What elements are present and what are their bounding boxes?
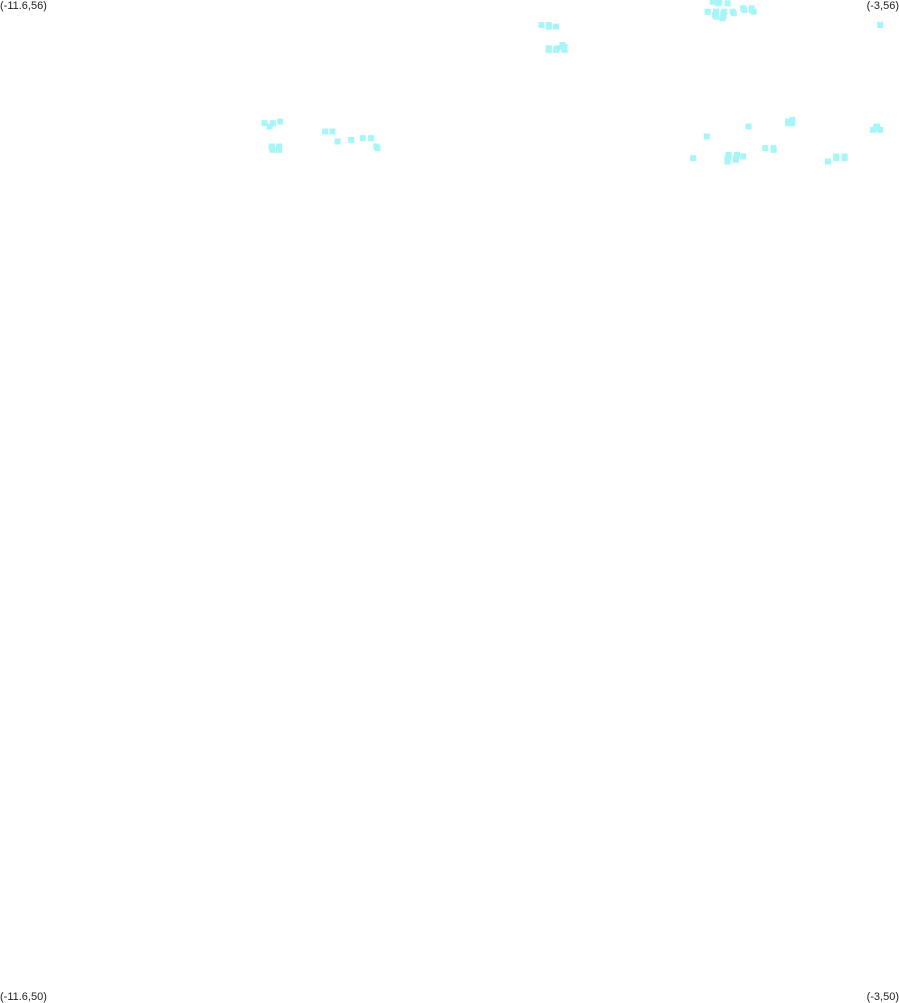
corner-label-top-left: (-11.6,56) [0,0,47,12]
map-marker[interactable] [770,146,777,153]
map-marker[interactable] [785,120,792,127]
map-marker[interactable] [266,123,273,130]
map-marker[interactable] [545,46,552,53]
map-marker[interactable] [348,136,355,143]
map-marker[interactable] [741,7,748,13]
map-marker[interactable] [690,155,697,162]
map-marker[interactable] [374,145,381,152]
map-marker[interactable] [269,120,276,127]
map-marker[interactable] [824,158,831,165]
map-marker[interactable] [740,153,747,160]
map-marker[interactable] [732,156,739,163]
map-marker[interactable] [874,125,880,132]
map-marker[interactable] [716,0,723,5]
map-marker[interactable] [719,15,726,22]
map-marker[interactable] [269,146,276,153]
map-marker[interactable] [277,118,284,125]
map-marker[interactable] [561,46,568,53]
map-marker[interactable] [538,22,545,28]
map-marker[interactable] [833,155,840,162]
map-marker[interactable] [841,155,848,162]
map-marker[interactable] [750,8,757,15]
corner-label-top-right: (-3,56) [866,0,899,12]
map-marker[interactable] [334,138,341,145]
map-marker[interactable] [545,23,552,30]
map-marker[interactable] [877,126,884,133]
map-marker[interactable] [553,23,560,30]
map-marker[interactable] [869,126,876,133]
marker-layer [261,0,884,165]
map-marker[interactable] [704,8,711,15]
map-marker[interactable] [553,46,560,53]
map-marker[interactable] [713,13,720,20]
map-marker[interactable] [724,158,731,165]
map-marker[interactable] [329,128,336,135]
map-marker[interactable] [734,151,740,158]
corner-label-bottom-right: (-3,50) [866,991,899,1003]
map-marker[interactable] [745,123,752,130]
map-marker[interactable] [322,128,329,135]
map-marker[interactable] [703,133,710,140]
map-marker[interactable] [762,145,769,152]
map-marker[interactable] [276,146,283,153]
map-marker[interactable] [724,0,731,7]
map-marker[interactable] [730,10,737,17]
map-marker[interactable] [709,0,716,5]
map-marker[interactable] [368,135,375,142]
map-marker[interactable] [877,22,884,28]
map-marker[interactable] [789,120,796,127]
map-marker[interactable] [359,135,366,142]
map-marker[interactable] [261,120,268,127]
corner-label-bottom-left: (-11.6,50) [0,991,47,1003]
